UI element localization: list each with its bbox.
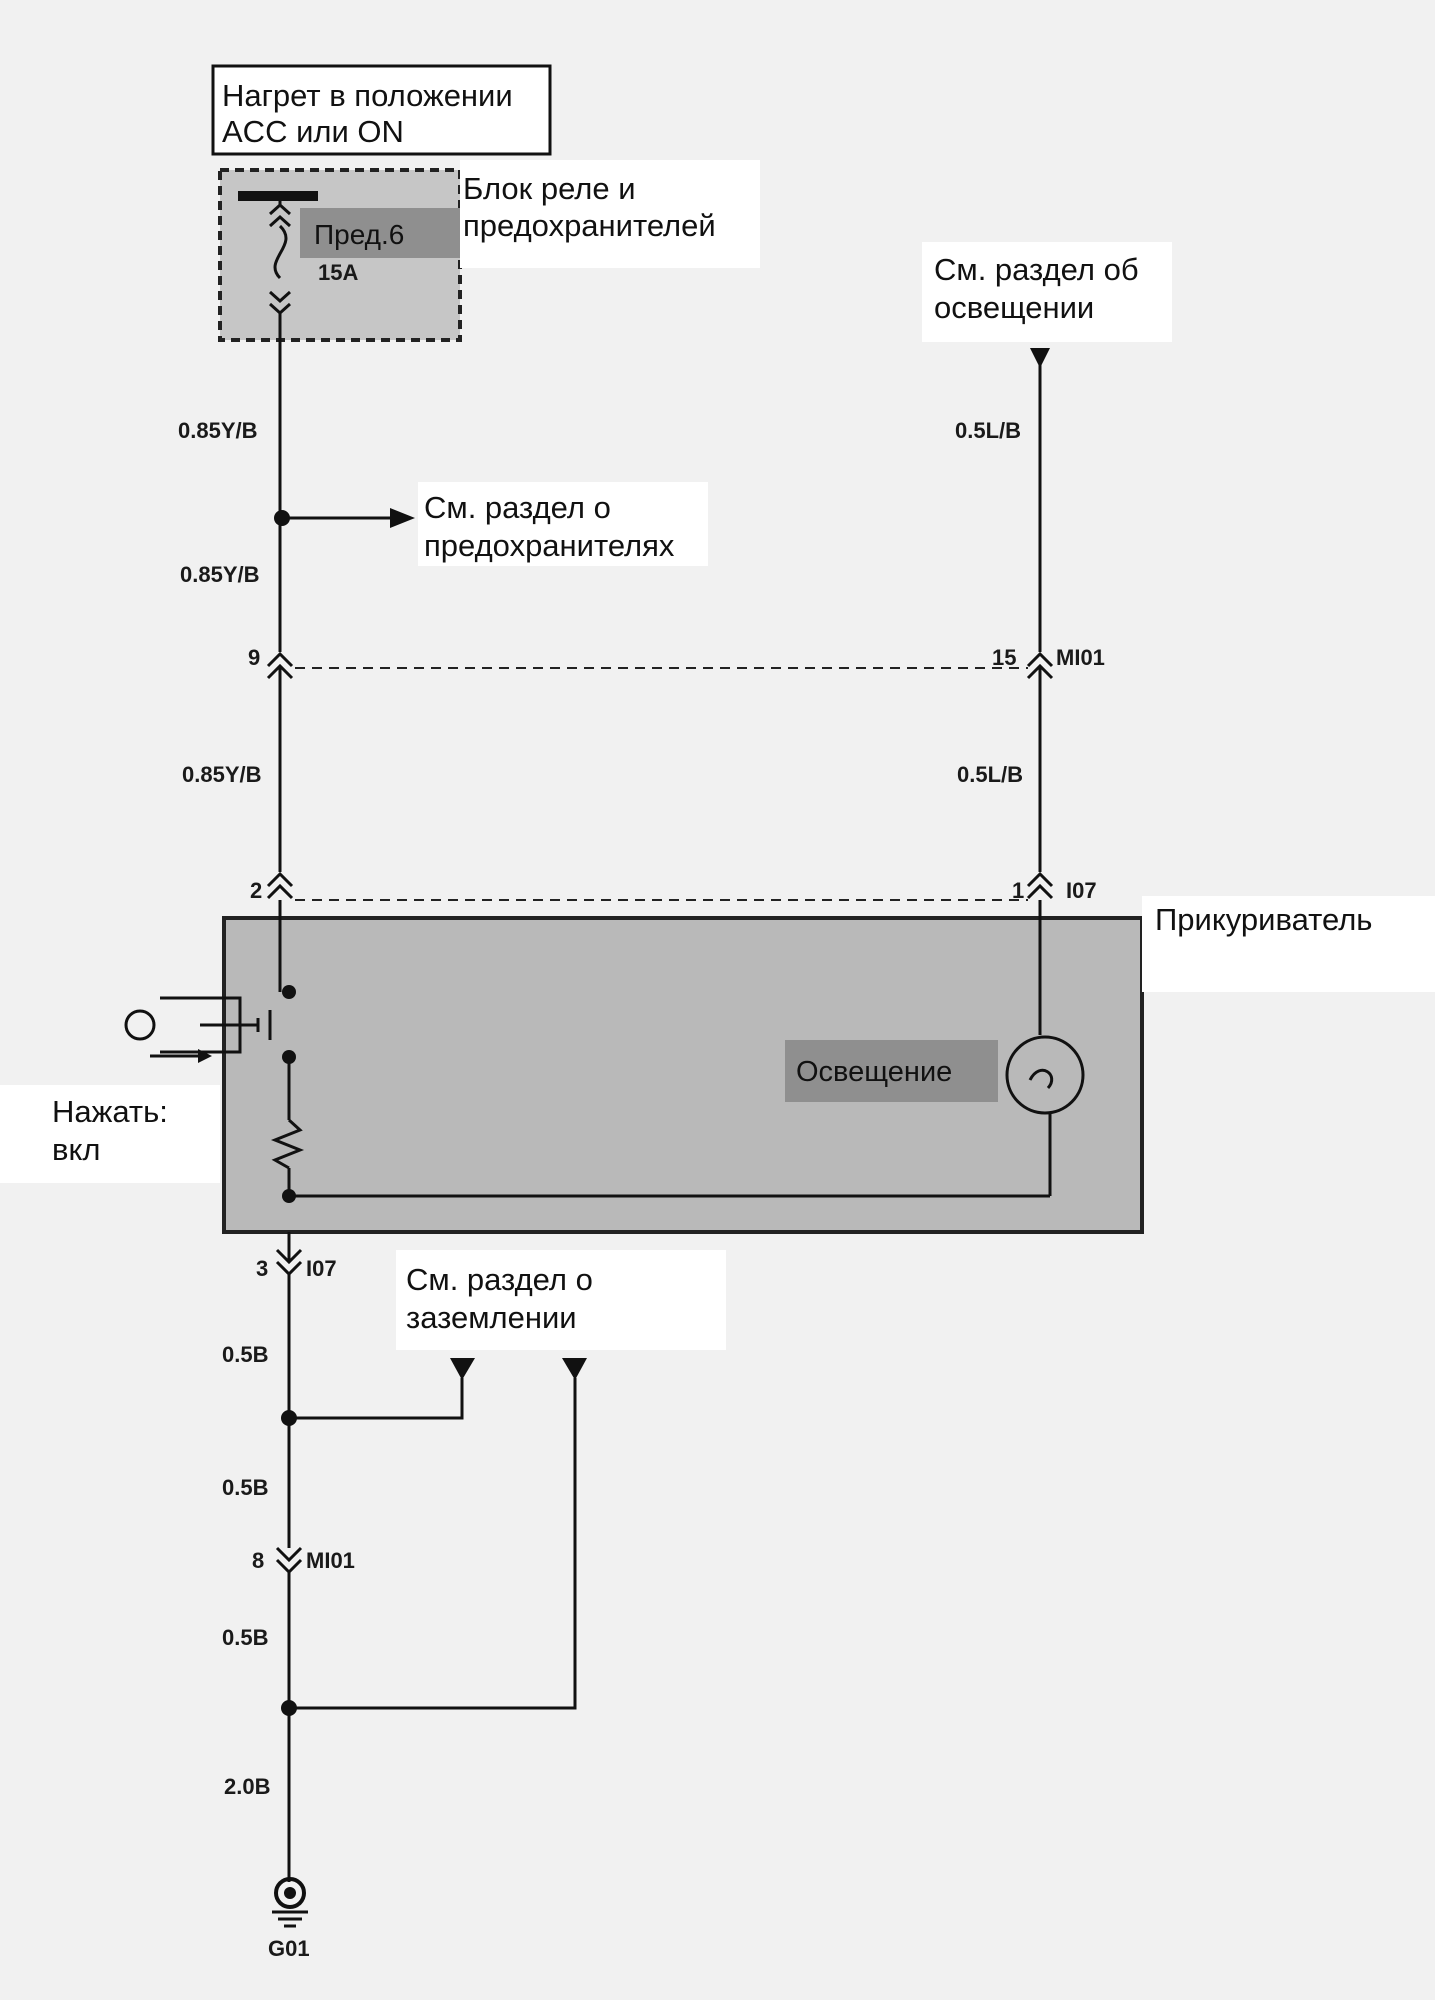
ground-ref-arrow-2 — [562, 1358, 587, 1380]
lighting-ref-line2: освещении — [934, 290, 1094, 325]
lamp-icon — [1005, 1035, 1085, 1115]
power-source-box — [211, 64, 552, 156]
wire-label-b2: 0.5B — [222, 1475, 268, 1500]
connector-pin2: 2 — [250, 878, 262, 903]
lighting-ref-bg — [922, 242, 1172, 342]
power-source-line1: Нагрет в положении — [222, 78, 513, 113]
ground-label: G01 — [268, 1936, 310, 1961]
lighting-ref-arrow — [1030, 348, 1050, 368]
ground-ref-line1: См. раздел о — [406, 1262, 593, 1297]
wire-label-b4: 2.0B — [224, 1774, 270, 1799]
fuse-ref-line1: См. раздел о — [424, 490, 611, 525]
connector-pin8-symbol — [275, 1546, 303, 1575]
lighter-title: Прикуриватель — [1155, 902, 1372, 937]
connector-i07-top: I07 — [1066, 878, 1097, 903]
fuse-ref-line2: предохранителях — [424, 528, 675, 563]
lighting-ref-line1: См. раздел об — [934, 252, 1139, 287]
connector-pin15: 15 — [992, 645, 1016, 670]
wire-label-l2: 0.5L/B — [957, 762, 1023, 787]
fuse-box-line1: Блок реле и — [463, 171, 636, 206]
ground-icon — [272, 1910, 308, 1928]
wire-label-b3: 0.5B — [222, 1625, 268, 1650]
ground-ref-line2: заземлении — [406, 1300, 577, 1335]
power-source-line2: ACC или ON — [222, 114, 404, 149]
fuse-symbol — [268, 196, 292, 340]
wire-to-ground-ref-1 — [289, 1378, 464, 1420]
connector-mi01-top: MI01 — [1056, 645, 1105, 670]
connector-i07-bottom: I07 — [306, 1256, 337, 1281]
fuse-rating: 15A — [318, 260, 358, 285]
ground-ref-arrow-1 — [450, 1358, 475, 1380]
connector-pin2-symbol — [266, 871, 294, 900]
push-arrowhead — [198, 1049, 212, 1063]
fuse-box-label-bg — [460, 160, 760, 268]
switch-contact-top — [282, 985, 296, 999]
connector-pin8: 8 — [252, 1548, 264, 1573]
ground-point-inner — [284, 1887, 296, 1899]
press-label-line2: вкл — [52, 1132, 100, 1167]
wire-label-w1: 0.85Y/B — [178, 418, 258, 443]
ground-point-outer — [274, 1877, 306, 1909]
wire-label-w3: 0.85Y/B — [182, 762, 262, 787]
connector-pin1: 1 — [1012, 878, 1024, 903]
wire-label-b1: 0.5B — [222, 1342, 268, 1367]
fuse-box-line2: предохранителей — [463, 208, 716, 243]
push-switch-symbol — [160, 996, 272, 1054]
connector-mi01-bottom: MI01 — [306, 1548, 355, 1573]
push-knob-icon — [124, 1009, 156, 1041]
press-label-bg — [0, 1085, 220, 1183]
wire-label-w2: 0.85Y/B — [180, 562, 260, 587]
connector-pin9: 9 — [248, 645, 260, 670]
ground-ref-bg — [396, 1250, 726, 1350]
connector-pin3: 3 — [256, 1256, 268, 1281]
connector-pin1-symbol — [1026, 871, 1054, 900]
lighter-box — [222, 916, 1144, 1234]
connector-pin9-symbol — [266, 651, 294, 680]
fuse-name: Пред.6 — [314, 219, 404, 250]
connector-pin15-symbol — [1026, 651, 1054, 680]
fuse-name-box — [300, 208, 460, 258]
lighter-title-bg — [1142, 896, 1435, 992]
lamp-filament — [1028, 1068, 1054, 1090]
heater-element-symbol — [270, 1118, 305, 1170]
fuse-ref-arrow — [390, 508, 415, 528]
lamp-label-box — [785, 1040, 998, 1102]
press-label-line1: Нажать: — [52, 1094, 168, 1129]
wire-label-l1: 0.5L/B — [955, 418, 1021, 443]
wire-to-ground-ref-2 — [289, 1378, 577, 1710]
fuse-ref-bg — [418, 482, 708, 566]
lamp-label: Освещение — [796, 1056, 952, 1088]
